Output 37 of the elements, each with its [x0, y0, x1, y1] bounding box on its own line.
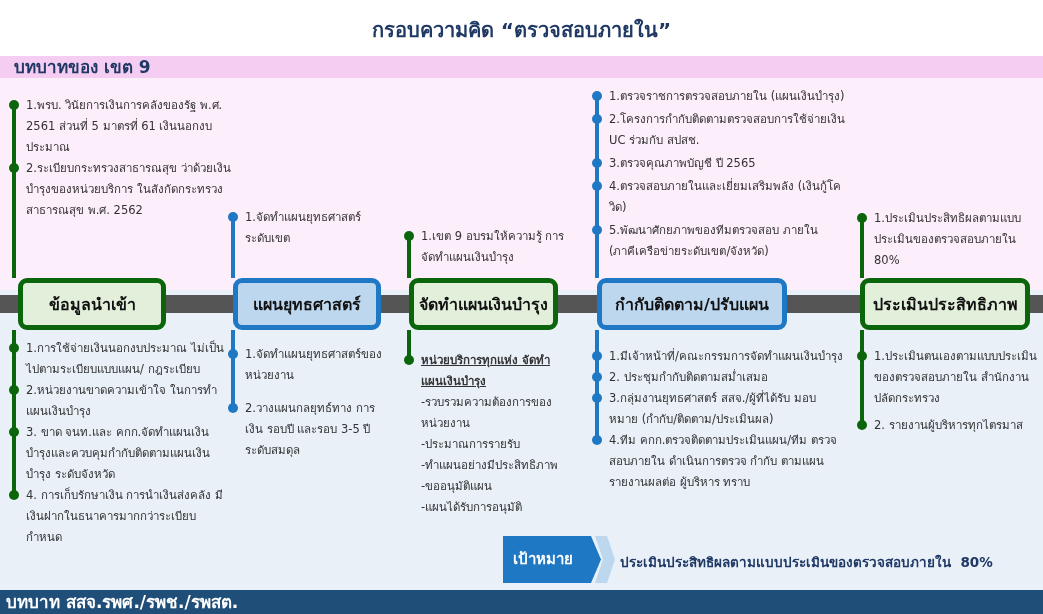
list-item: 1.ประเมินตนเองตามแบบประเมิน ของตรวจสอบภายใน สำนักงาน ปลัดกระทรวง — [874, 348, 1038, 407]
list-item: 2. ประชุมกำกับติดตามสม่ำเสมอ — [609, 368, 769, 386]
list-item: 1.มีเจ้าหน้าที่/คณะกรรมการจัดทำแผนเงินบำรุง — [609, 347, 844, 365]
list-item: -ประมาณการรายรับ — [421, 436, 522, 453]
list-item: 3.ตรวจคุณภาพบัญชี ปี 2565 — [609, 155, 757, 172]
list-item: 2.วางแผนกลยุทธ์ทาง การเงิน รอบปี และรอบ 3-5 ปี ระดับสมดุล — [245, 400, 376, 459]
stage-box: แผนยุทธศาสตร์ — [233, 278, 381, 330]
list-item: 3. ขาด จนท.และ คกก.จัดทำแผนเงิน บำรุงและควบคุมกำกับติดตามแผนเงิน บำรุง ระดับจังหวัด — [26, 424, 211, 483]
list-item: 2.หน่วยงานขาดความเข้าใจ ในการทำ แผนเงินบำรุง — [26, 382, 218, 420]
list-item: 2. รายงานผู้บริหารทุกไตรมาส — [874, 417, 1024, 434]
list-item: 3.กลุ่มงานยุทธศาสตร์ สสจ./ผู้ที่ได้รับ มอบหมาย (กำกับ/ติดตาม/ประเมินผล) — [609, 389, 817, 428]
goal-text: ประเมินประสิทธิผลตามแบบประเมินของตรวจสอบภายใน 80% — [620, 553, 993, 572]
list-item: 1.การใช้จ่ายเงินนอกงบประมาณ ไม่เป็นไปตามระเบียบแบบแผน/ กฎระเบียบ — [26, 339, 225, 378]
list-item: 2.โครงการกำกับติดตามตรวจสอบการใช้จ่ายเงิน UC ร่วมกับ สปสช. — [609, 111, 845, 149]
list-item: -รวบรวมความต้องการของ หน่วยงาน — [421, 394, 554, 432]
page-title: กรอบความคิด “ตรวจสอบภายใน” — [370, 17, 673, 44]
list-item: 4.ตรวจสอบภายในและเยี่ยมเสริมพลัง (เงินกู้โควิด) — [609, 177, 843, 216]
section-heading: หน่วยบริการทุกแห่ง จัดทำ แผนเงินบำรุง — [421, 352, 551, 391]
list-item: 4. การเก็บรักษาเงิน การนำเงินส่งคลัง มีเงินฝากในธนาคารมากกว่าระเบียบกำหนด — [26, 486, 224, 546]
stage-box: ข้อมูลนำเข้า — [18, 278, 166, 330]
stage-box: ประเมินประสิทธิภาพ — [860, 278, 1030, 330]
list-item: 1.จัดทำแผนยุทธศาสตร์ของ หน่วยงาน — [245, 346, 383, 384]
stage-box: กำกับติดตาม/ปรับแผน — [597, 278, 787, 330]
list-item: 1.ประเมินประสิทธิผลตามแบบ ประเมินของตรวจสอบภายใน 80% — [874, 210, 1022, 269]
role-banner: บทบาท สสจ.รพศ./รพช./รพสต. — [0, 590, 1043, 614]
list-item: 2.ระเบียบกระทรวงสาธารณสุข ว่าด้วยเงินบำรุงของหน่วยบริการ ในสังกัดกระทรวงสาธารณสุข พ.ศ. 2562 — [26, 160, 231, 219]
list-item: 1.จัดทำแผนยุทธศาสตร์ ระดับเขต — [245, 209, 362, 247]
list-item: 4.ทีม คกก.ตรวจติดตามประเมินแผน/ทีม ตรวจสอบภายใน ดำเนินการตรวจ กำกับ ตามแผนรายงานผลต่อ ผู้บริหาร ทราบ — [609, 432, 838, 491]
list-item: 5.พัฒนาศักยภาพของทีมตรวจสอบ ภายใน (ภาคีเครือข่ายระดับเขต/จังหวัด) — [609, 222, 819, 260]
list-item: -ทำแผนอย่างมีประสิทธิภาพ — [421, 457, 560, 474]
list-item: 1.พรบ. วินัยการเงินการคลังของรัฐ พ.ศ. 2561 ส่วนที่ 5 มาตรที่ 61 เงินนอกงบประมาณ — [26, 97, 224, 156]
list-item: -แผนได้รับการอนุมัติ — [421, 499, 524, 516]
stage-box: จัดทำแผนเงินบำรุง — [409, 278, 558, 330]
list-item: 1.เขต 9 อบรมให้ความรู้ การจัดทำแผนเงินบำรุง — [421, 228, 566, 266]
role-banner: บทบาทของ เขต 9 — [0, 56, 1043, 78]
list-item: 1.ตรวจราชการตรวจสอบภายใน (แผนเงินบำรุง) — [609, 88, 845, 105]
list-item: -ขออนุมัติแผน — [421, 478, 494, 495]
